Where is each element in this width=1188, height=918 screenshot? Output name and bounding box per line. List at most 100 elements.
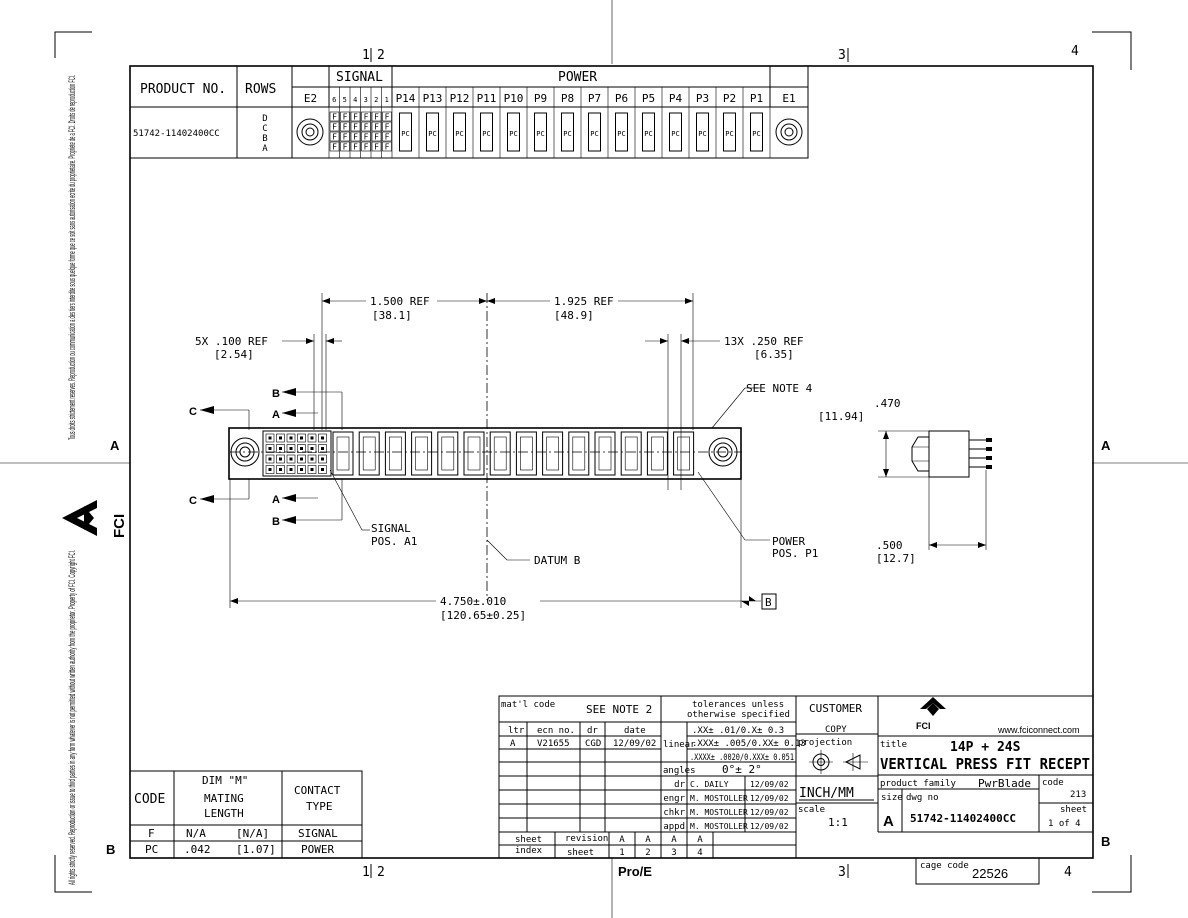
power-cell-label: PC — [752, 130, 760, 138]
power-slot — [489, 431, 511, 476]
signal-cell-label: F — [343, 143, 348, 152]
signal-pin — [297, 465, 306, 474]
fci-title-logo: FCI — [916, 721, 931, 731]
power-cell: PC — [480, 112, 493, 152]
row-b-bottom: B — [272, 516, 280, 528]
signer-role: appd — [663, 822, 685, 832]
column-header-P8: P8 — [561, 92, 574, 105]
power-slot — [437, 431, 459, 476]
row-letter-C: C — [262, 124, 267, 134]
type-row-1: POWER — [301, 843, 334, 856]
dim-mm-row-0: [N/A] — [236, 827, 269, 840]
power-cell-label: PC — [698, 130, 706, 138]
power-slot — [332, 431, 354, 476]
legal-notice-english: All rights strictly reserved. Reproducti… — [67, 550, 77, 885]
signal-pin — [286, 433, 296, 443]
signal-cell-label: F — [353, 113, 358, 122]
svg-text:All rights strictly reserved.: All rights strictly reserved. Reproducti… — [67, 550, 77, 885]
dimensions: 1.500 REF [38.1] 1.925 REF [48.9] 5X .10… — [195, 293, 818, 622]
product-no-value: 51742-11402400CC — [133, 129, 220, 139]
signal-cell-label: F — [364, 123, 369, 132]
signal-pin — [265, 433, 275, 443]
signer-date: 12/09/02 — [750, 780, 789, 789]
power-slot-row — [332, 431, 695, 476]
power-cell: PC — [615, 112, 628, 152]
signal-pin — [318, 444, 327, 453]
code-header: CODE — [134, 792, 165, 807]
dim-500: .500 — [876, 539, 903, 552]
cage-code-label: cage code — [920, 861, 969, 871]
sheet-rev-letter: A — [671, 835, 677, 845]
title-line-1: 14P + 24S — [950, 740, 1021, 755]
signal-cell: F — [371, 121, 382, 132]
row-letter-D: D — [262, 114, 267, 124]
size-label: size — [881, 793, 903, 803]
power-cell: PC — [507, 112, 520, 152]
column-header-P6: P6 — [615, 92, 628, 105]
power-pos-p1: POS. P1 — [772, 547, 818, 560]
power-cell: PC — [723, 112, 736, 152]
signal-pos-a1: POS. A1 — [371, 535, 417, 548]
column-header-P5: P5 — [642, 92, 655, 105]
tol-linear-label: linear — [663, 740, 696, 750]
column-header-3: 3 — [364, 96, 368, 104]
power-cell-label: PC — [455, 130, 463, 138]
column-header-P10: P10 — [504, 92, 524, 105]
row-callouts: B A C C A B — [189, 388, 343, 528]
scale-value: 1:1 — [828, 816, 848, 829]
zone-top-3: 3 — [838, 48, 846, 63]
signer-name: M. MOSTOLLER — [690, 794, 748, 803]
sheet-index-1: sheet — [515, 835, 542, 845]
website: www.fciconnect.com — [997, 725, 1080, 735]
power-cell-label: PC — [590, 130, 598, 138]
zone-labels: 1 2 3 4 A A B B 1 2 Pro/E 3 4 — [106, 44, 1111, 880]
signal-cell-label: F — [385, 123, 390, 132]
sheet-rev-letter: A — [619, 835, 625, 845]
signal-cell: F — [382, 141, 392, 152]
zone-top-4: 4 — [1071, 44, 1079, 59]
column-header-5: 5 — [343, 96, 347, 104]
matl-code-value: SEE NOTE 2 — [586, 703, 652, 716]
dim-1500-mm: [38.1] — [372, 309, 412, 322]
signal-cell: F — [340, 111, 350, 122]
signal-cell-label: F — [343, 133, 348, 142]
fci-logo-icon — [920, 697, 946, 716]
rev-ltr: A — [510, 739, 516, 749]
signal-pin — [318, 433, 327, 443]
signal-pin — [286, 465, 296, 474]
signal-cell-label: F — [343, 113, 348, 122]
contact-code-table: CODE DIM "M" MATING LENGTH CONTACT TYPE … — [129, 770, 363, 859]
sheet-row-label: sheet — [567, 848, 594, 858]
signal-cell: F — [382, 111, 392, 122]
power-cell: PC — [426, 112, 439, 152]
signal-cell-label: F — [385, 143, 390, 152]
dim-470: .470 — [874, 397, 901, 410]
rev-dr-header: dr — [587, 726, 598, 736]
zone-bottom-proe: Pro/E — [618, 864, 652, 879]
sheet-value: 1 of 4 — [1048, 819, 1081, 829]
code-row-0: F — [148, 827, 155, 840]
row-a-top: A — [272, 409, 280, 421]
row-a-bottom: A — [272, 494, 280, 506]
signal-cell: F — [361, 141, 371, 152]
length-header: LENGTH — [204, 807, 244, 820]
signal-cell: F — [340, 121, 350, 132]
power-cell-label: PC — [536, 130, 544, 138]
power-cell: PC — [399, 112, 412, 152]
fci-side-logo-text: FCI — [111, 514, 128, 538]
signal-cell-label: F — [374, 143, 379, 152]
signal-cell: F — [350, 121, 361, 132]
signal-cell-label: F — [332, 123, 337, 132]
signal-cell: F — [371, 111, 382, 122]
code-label: code — [1042, 778, 1064, 788]
signal-pin — [276, 454, 285, 464]
rev-ecn: V21655 — [537, 739, 570, 749]
copy-label: COPY — [825, 725, 847, 735]
tol-angles-label: angles — [663, 766, 696, 776]
column-header-P7: P7 — [588, 92, 601, 105]
tol-angle: 0°± 2° — [722, 763, 762, 776]
signal-cell-label: F — [353, 133, 358, 142]
column-header-P14: P14 — [396, 92, 416, 105]
